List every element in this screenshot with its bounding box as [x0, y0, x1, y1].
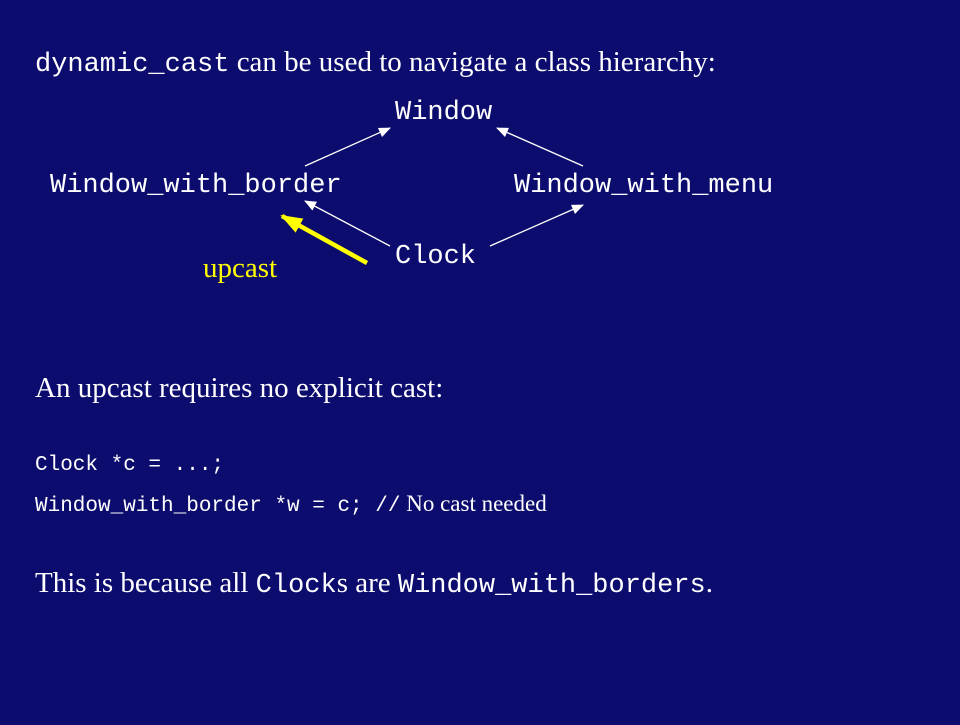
para2-code-clock: Clock: [255, 571, 337, 601]
arrow-clock-to-border: [304, 200, 391, 247]
arrow-border-to-window: [304, 127, 391, 167]
paragraph-explanation: This is because all Clocks are Window_wi…: [35, 567, 713, 601]
para2-text-1: This is because all: [35, 567, 256, 599]
upcast-label: upcast: [203, 252, 278, 284]
para2-text-2: s are: [336, 567, 398, 599]
node-clock: Clock: [395, 242, 477, 272]
code-line-2-comment: No cast needed: [400, 491, 547, 516]
heading-text: can be used to navigate a class hierarch…: [229, 46, 716, 78]
code-line-1: Clock *c = ...;: [35, 454, 225, 477]
upcast-arrow: [280, 214, 369, 265]
node-window: Window: [395, 98, 493, 128]
heading-code: dynamic_cast: [35, 50, 230, 80]
arrow-clock-to-menu: [489, 204, 584, 247]
node-window-with-menu: Window_with_menu: [514, 171, 774, 201]
para2-code-suffix: s: [689, 571, 706, 601]
code-line-2-code: Window_with_border *w = c; //: [35, 495, 401, 518]
node-window-with-border: Window_with_border: [50, 171, 342, 201]
para2-text-3: .: [705, 567, 713, 599]
arrow-menu-to-window: [496, 127, 584, 167]
heading: dynamic_cast can be used to navigate a c…: [35, 46, 716, 80]
paragraph-upcast: An upcast requires no explicit cast:: [35, 372, 444, 404]
code-line-2: Window_with_border *w = c; // No cast ne…: [35, 491, 547, 518]
para2-code-window: Window_with_border: [397, 571, 690, 601]
